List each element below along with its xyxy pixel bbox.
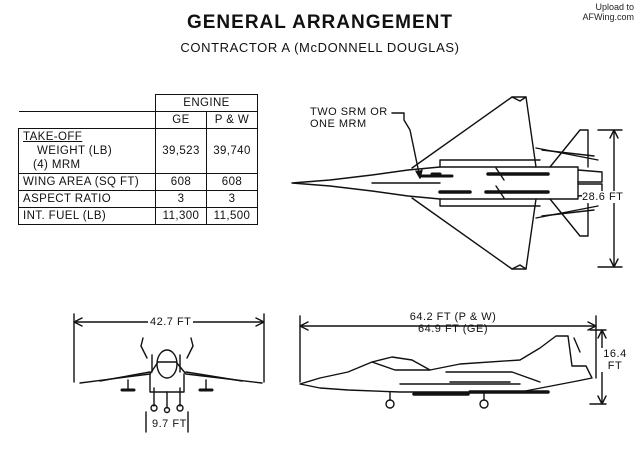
row-label-takeoff: TAKE-OFF WEIGHT (LB) (4) MRM [18,128,156,174]
page-subtitle: CONTRACTOR A (McDONNELL DOUGLAS) [180,40,460,55]
table-cell: 39,523 [155,128,207,174]
table-cell: 11,500 [206,207,258,225]
column-header-pw: P & W [206,111,258,129]
front-span-label: 42.7 FT [148,316,194,328]
plan-view-aircraft [291,96,603,270]
side-height-arrowheads-icon [597,329,607,405]
callout-arrowhead-icon [415,169,423,179]
front-track-label: 9.7 FT [152,418,187,430]
side-view-aircraft [299,335,593,409]
engine-header: ENGINE [155,94,258,112]
side-height-unit: FT [607,360,623,372]
plan-callout: TWO SRM OR ONE MRM [310,106,388,130]
watermark-line-2: AFWing.com [582,12,634,22]
callout-leader-line [391,112,421,179]
plan-callout-line-2: ONE MRM [310,118,367,130]
side-length-label: 64.2 FT (P & W) 64.9 FT (GE) [388,311,518,335]
side-height-value: 16.4 [603,348,627,360]
table-header-row: ENGINE [18,94,258,112]
row-label-line: TAKE-OFF [23,131,83,143]
side-length-pw-label: 64.2 FT (P & W) [409,311,497,323]
watermark: Upload to AFWing.com [582,2,634,22]
side-height-label: 16.4 FT [598,348,632,372]
watermark-line-1: Upload to [595,2,634,12]
front-view-aircraft [79,337,263,414]
row-label-line: (4) MRM [33,159,81,171]
page-title: GENERAL ARRANGEMENT [186,12,453,33]
table-row: ASPECT RATIO 3 3 [18,190,258,208]
row-label-int-fuel: INT. FUEL (LB) [18,207,156,225]
table-row: INT. FUEL (LB) 11,300 11,500 [18,207,258,225]
row-label-line: WEIGHT (LB) [37,145,113,157]
table-header-row: GE P & W [18,111,258,129]
front-track-dimension-line [145,411,189,433]
side-length-arrowheads-icon [299,321,597,331]
plan-span-arrowheads-icon [609,129,619,268]
plan-callout-line-1: TWO SRM OR [310,106,388,118]
side-length-ge-label: 64.9 FT (GE) [418,323,488,335]
spec-table: ENGINE GE P & W TAKE-OFF WEIGHT (LB) (4)… [18,94,258,225]
front-span-arrowheads-icon [73,317,265,327]
plan-span-label: 28.6 FT [582,191,624,203]
